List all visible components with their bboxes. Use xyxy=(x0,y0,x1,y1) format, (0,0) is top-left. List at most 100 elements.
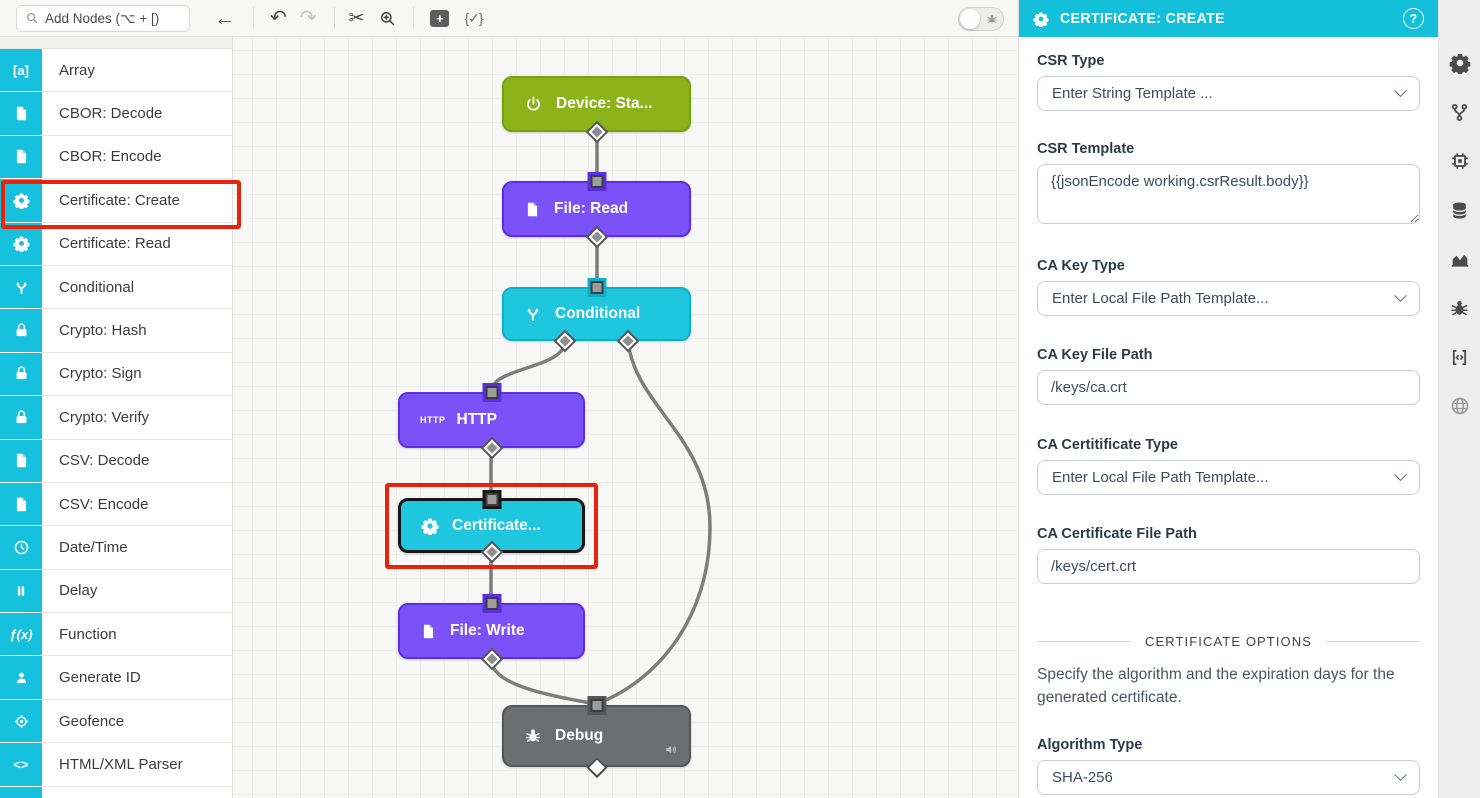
toggle-thumb xyxy=(960,9,980,29)
power-icon xyxy=(524,95,543,114)
array-icon: [a] xyxy=(0,49,42,93)
input-port[interactable] xyxy=(590,175,603,188)
search-icon xyxy=(25,11,39,25)
wire xyxy=(597,339,712,705)
debug-bug-icon[interactable] xyxy=(1449,297,1470,319)
lock-hash-icon xyxy=(0,309,42,353)
sidebar-item-label: CSV: Decode xyxy=(59,452,150,470)
chevron-down-icon xyxy=(1394,767,1407,781)
input-port[interactable] xyxy=(485,386,498,399)
panel-header: CERTIFICATE: CREATE ? xyxy=(1019,0,1438,37)
node-label: Debug xyxy=(555,727,604,744)
bug-icon xyxy=(524,727,542,745)
csr-type-select[interactable]: Enter String Template ... xyxy=(1037,76,1420,111)
workflow-canvas[interactable]: Device: Sta... File: Read Conditional HT… xyxy=(233,37,1018,798)
node-config-panel: CERTIFICATE: CREATE ? CSR Type Enter Str… xyxy=(1018,0,1438,798)
payload-check-icon[interactable]: {✓} xyxy=(464,9,483,26)
sidebar-item-crypto-sign[interactable]: Crypto: Sign xyxy=(0,352,232,397)
ca-key-type-select[interactable]: Enter Local File Path Template... xyxy=(1037,281,1420,316)
sidebar-item-conditional[interactable]: Conditional xyxy=(0,265,232,310)
branch-icon xyxy=(0,265,42,310)
input-port[interactable] xyxy=(590,281,603,294)
sidebar-item-html-xml-parser[interactable]: <> HTML/XML Parser xyxy=(0,743,232,787)
ca-certificate-file-path-input[interactable] xyxy=(1037,549,1420,584)
sidebar-item-delay[interactable]: Delay xyxy=(0,569,232,614)
settings-gear-icon[interactable] xyxy=(1449,52,1471,74)
algorithm-type-select[interactable]: SHA-256 xyxy=(1037,759,1420,795)
branch-icon xyxy=(524,305,542,323)
input-port[interactable] xyxy=(485,493,498,506)
speaker-icon[interactable] xyxy=(664,742,679,757)
sidebar-item-function[interactable]: ƒ(x) Function xyxy=(0,613,232,657)
node-device-state[interactable]: Device: Sta... xyxy=(502,76,691,141)
embed-code-icon[interactable] xyxy=(1449,346,1470,368)
sidebar-item-label: Crypto: Hash xyxy=(59,322,147,340)
undo-button[interactable]: ↶ xyxy=(270,7,287,29)
ca-certificate-type-label: CA Certitificate Type xyxy=(1037,437,1178,453)
node-label: Conditional xyxy=(555,305,641,322)
add-nodes-search[interactable] xyxy=(16,4,190,32)
sidebar-item-cbor-decode[interactable]: CBOR: Decode xyxy=(0,92,232,136)
sidebar-item-crypto-verify[interactable]: Crypto: Verify xyxy=(0,396,232,440)
gear-search-icon xyxy=(0,222,42,266)
sidebar-item-csv-encode[interactable]: CSV: Encode xyxy=(0,482,232,527)
debug-mode-toggle[interactable] xyxy=(958,7,1004,31)
back-button[interactable]: ← xyxy=(214,6,235,30)
redo-button[interactable]: ↷ xyxy=(299,7,317,29)
csr-template-textarea[interactable]: {{jsonEncode working.csrResult.body}} xyxy=(1037,164,1420,224)
node-debug[interactable]: Debug xyxy=(502,699,691,779)
node-conditional[interactable]: Conditional xyxy=(502,281,691,350)
select-value: Enter Local File Path Template... xyxy=(1052,469,1269,486)
globe-icon[interactable] xyxy=(1449,395,1471,417)
sidebar-item-geofence[interactable]: Geofence xyxy=(0,699,232,744)
sidebar-item-label: Crypto: Verify xyxy=(59,408,150,426)
versions-branch-icon[interactable] xyxy=(1449,101,1470,123)
sidebar-item-partial xyxy=(0,786,232,798)
zoom-in-icon[interactable] xyxy=(378,9,397,28)
certificate-options-description: Specify the algorithm and the expiration… xyxy=(1037,666,1395,707)
file-decode-icon xyxy=(0,439,42,483)
sidebar-item-label: CBOR: Encode xyxy=(59,148,162,166)
search-input[interactable] xyxy=(45,10,181,26)
clock-icon xyxy=(0,526,42,570)
file-icon xyxy=(524,201,541,218)
input-port[interactable] xyxy=(485,597,498,610)
lock-check-icon xyxy=(0,396,42,440)
sidebar-item-certificate-create[interactable]: Certificate: Create xyxy=(0,179,232,223)
sidebar-item-certificate-read[interactable]: Certificate: Read xyxy=(0,222,232,266)
wires-layer xyxy=(489,130,712,705)
data-database-icon[interactable] xyxy=(1449,199,1470,221)
file-encode-icon xyxy=(0,135,42,180)
id-badge-icon xyxy=(0,656,42,700)
sidebar-item-label: Conditional xyxy=(59,278,135,296)
sidebar-item-label: Delay xyxy=(59,582,98,600)
gear-icon xyxy=(421,517,439,535)
ca-certificate-file-path-label: CA Certificate File Path xyxy=(1037,526,1197,542)
sidebar-item-array[interactable]: [a] Array xyxy=(0,49,232,93)
cut-icon[interactable]: ✂ xyxy=(348,7,365,29)
sidebar-item-cbor-encode[interactable]: CBOR: Encode xyxy=(0,135,232,180)
node-file-read[interactable]: File: Read xyxy=(502,175,691,246)
node-file-write[interactable]: File: Write xyxy=(398,597,585,668)
function-icon: ƒ(x) xyxy=(0,613,42,657)
device-chip-icon[interactable] xyxy=(1449,150,1471,172)
help-icon[interactable]: ? xyxy=(1403,8,1424,29)
node-certificate-create[interactable]: Certificate... xyxy=(398,493,585,561)
add-note-icon[interactable]: + xyxy=(430,9,450,27)
sidebar-item-generate-id[interactable]: Generate ID xyxy=(0,656,232,700)
sidebar-item-csv-decode[interactable]: CSV: Decode xyxy=(0,439,232,483)
charts-icon[interactable] xyxy=(1449,248,1471,270)
ca-key-file-path-input[interactable] xyxy=(1037,370,1420,405)
bug-icon xyxy=(986,13,998,25)
ca-certificate-type-select[interactable]: Enter Local File Path Template... xyxy=(1037,460,1420,495)
node-http[interactable]: HTTP HTTP xyxy=(398,386,585,457)
app-rail xyxy=(1438,0,1480,798)
sidebar-item-crypto-hash[interactable]: Crypto: Hash xyxy=(0,309,232,353)
sidebar-item-label: Function xyxy=(59,625,117,643)
sidebar-item-label: Certificate: Read xyxy=(59,235,171,253)
input-port[interactable] xyxy=(590,699,603,712)
ca-key-file-path-label: CA Key File Path xyxy=(1037,347,1153,363)
gear-plus-icon xyxy=(0,179,42,223)
sidebar-item-date-time[interactable]: Date/Time xyxy=(0,526,232,570)
